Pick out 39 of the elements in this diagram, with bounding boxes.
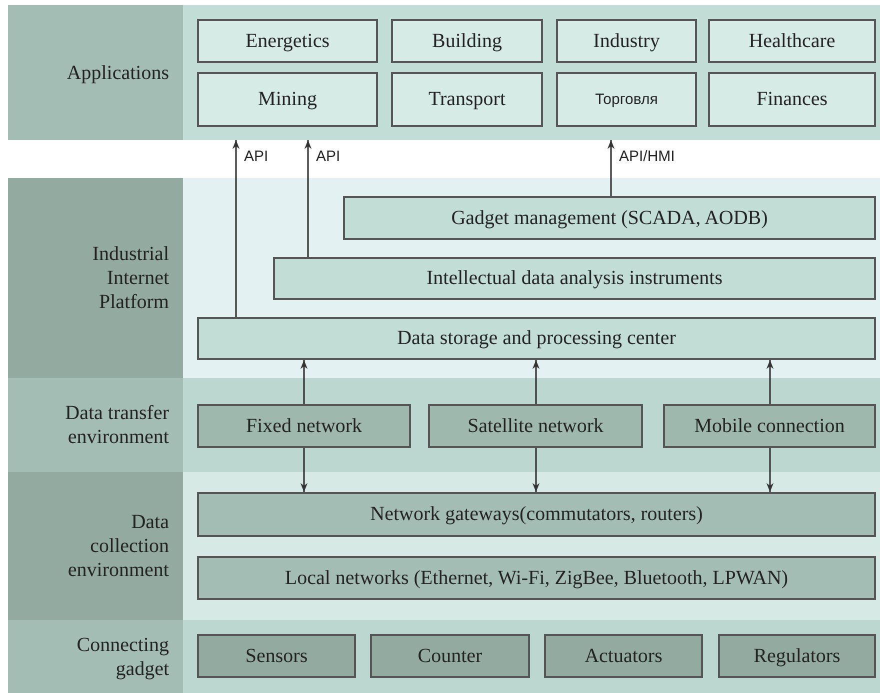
layer-heading: Data transfer environment <box>8 378 183 472</box>
process-box: Network gateways(commutators, routers) <box>197 492 876 537</box>
process-box: Energetics <box>197 19 378 63</box>
arrow <box>304 140 312 257</box>
layer-band <box>8 178 880 378</box>
process-box: Local networks (Ethernet, Wi-Fi, ZigBee, Bluetooth, LPWAN) <box>197 556 876 600</box>
process-box: Finances <box>708 72 876 127</box>
process-box: Building <box>391 19 543 63</box>
arrow <box>532 448 540 492</box>
arrow <box>232 140 240 317</box>
arrow <box>532 360 540 404</box>
process-box: Industry <box>556 19 697 63</box>
process-box: Gadget management (SCADA, AODB) <box>343 196 876 240</box>
layer-band <box>8 472 880 620</box>
process-box: Intellectual data analysis instruments <box>273 257 876 300</box>
layer-heading: Connecting gadget <box>8 620 183 693</box>
layer-heading: Data collection environment <box>8 472 183 620</box>
arrow <box>766 360 774 404</box>
process-box: Data storage and processing center <box>197 317 876 360</box>
process-box: Satellite network <box>428 404 643 448</box>
process-box: Regulators <box>718 634 876 678</box>
layer-band <box>8 620 880 693</box>
layer-heading: Applications <box>8 5 183 140</box>
process-box: Торговля <box>556 72 697 127</box>
process-box: Fixed network <box>197 404 411 448</box>
layer-band <box>8 5 880 140</box>
process-box: Counter <box>370 634 530 678</box>
arrow <box>300 360 308 404</box>
process-box: Actuators <box>544 634 703 678</box>
process-box: Mining <box>197 72 378 127</box>
layer-band <box>8 378 880 472</box>
process-box: Sensors <box>197 634 356 678</box>
process-box: Healthcare <box>708 19 876 63</box>
arrow <box>300 448 308 492</box>
arrow <box>607 140 615 196</box>
process-box: Mobile connection <box>663 404 876 448</box>
layer-heading: Industrial Internet Platform <box>8 178 183 378</box>
process-box: Transport <box>391 72 543 127</box>
arrow <box>766 448 774 492</box>
